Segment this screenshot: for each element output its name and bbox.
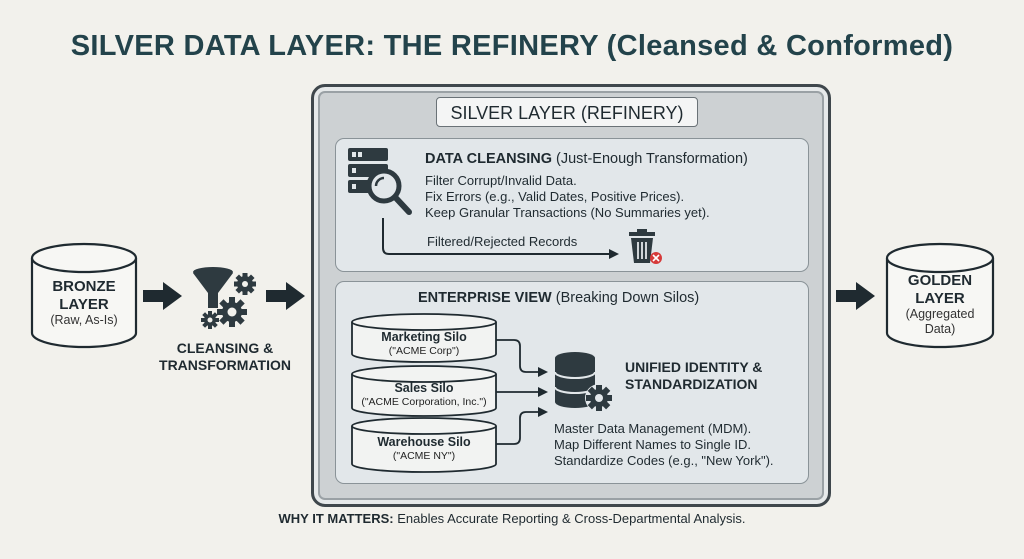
golden-title-line1: GOLDEN <box>907 272 973 289</box>
data-cleansing-heading-bold: DATA CLEANSING <box>425 151 553 167</box>
marketing-silo-alias: ("ACME Corp") <box>388 345 460 357</box>
bronze-title-line1: BRONZE <box>52 278 116 295</box>
unified-line-1: UNIFIED IDENTITY & <box>625 359 763 375</box>
data-cleansing-heading: DATA CLEANSING (Just-Enough Transformati… <box>425 151 748 167</box>
sales-silo-name: Sales Silo <box>394 381 454 395</box>
transform-line1: CLEANSING & <box>176 340 274 356</box>
data-cleansing-heading-rest: (Just-Enough Transformation) <box>552 151 748 167</box>
sales-silo-label: Sales Silo ("ACME Corporation, Inc.") <box>352 381 496 409</box>
cleansing-line-1: Filter Corrupt/Invalid Data. <box>425 173 577 188</box>
bronze-subtitle: (Raw, As-Is) <box>50 313 118 328</box>
sales-silo-alias: ("ACME Corporation, Inc.") <box>361 396 487 408</box>
golden-subtitle-line2: Data) <box>924 322 956 337</box>
mdm-line-1: Master Data Management (MDM). <box>554 421 752 436</box>
gears-icon <box>201 273 256 329</box>
marketing-silo-label: Marketing Silo ("ACME Corp") <box>352 330 496 358</box>
bronze-title-line2: LAYER <box>59 295 109 313</box>
golden-title-line2: LAYER <box>915 289 965 307</box>
mdm-line-3: Standardize Codes (e.g., "New York"). <box>554 453 774 468</box>
warehouse-silo-label: Warehouse Silo ("ACME NY") <box>352 435 496 463</box>
cleansing-line-2: Fix Errors (e.g., Valid Dates, Positive … <box>425 189 685 204</box>
rejected-records-label: Filtered/Rejected Records <box>427 234 578 249</box>
unified-line-2: STANDARDIZATION <box>625 376 758 392</box>
marketing-silo-name: Marketing Silo <box>381 330 467 344</box>
golden-layer-label: GOLDEN LAYER (Aggregated Data) <box>887 272 993 337</box>
silver-layer-header: SILVER LAYER (REFINERY) <box>436 97 698 127</box>
enterprise-heading-bold: ENTERPRISE VIEW <box>418 290 552 306</box>
diagram-title: SILVER DATA LAYER: THE REFINERY (Cleanse… <box>70 30 954 62</box>
why-bold: WHY IT MATTERS: <box>278 511 394 526</box>
golden-layer-cylinder <box>885 242 995 349</box>
enterprise-heading-rest: (Breaking Down Silos) <box>551 290 700 306</box>
why-it-matters: WHY IT MATTERS: Enables Accurate Reporti… <box>0 511 1024 526</box>
why-rest: Enables Accurate Reporting & Cross-Depar… <box>393 511 746 526</box>
unified-identity-heading: UNIFIED IDENTITY & STANDARDIZATION <box>625 359 762 393</box>
funnel-icon <box>193 267 233 308</box>
enterprise-view-heading: ENTERPRISE VIEW (Breaking Down Silos) <box>418 290 699 306</box>
transform-label: CLEANSING & TRANSFORMATION <box>140 340 310 374</box>
silver-to-golden-arrow <box>836 282 875 310</box>
bronze-layer-cylinder <box>30 242 138 349</box>
transform-line2: TRANSFORMATION <box>159 357 291 373</box>
golden-subtitle-line1: (Aggregated <box>905 307 975 322</box>
mdm-line-2: Map Different Names to Single ID. <box>554 437 752 452</box>
cleansing-line-3: Keep Granular Transactions (No Summaries… <box>425 205 710 220</box>
bronze-to-transform-arrow <box>143 282 182 310</box>
warehouse-silo-name: Warehouse Silo <box>377 435 471 449</box>
bronze-layer-label: BRONZE LAYER (Raw, As-Is) <box>32 278 136 328</box>
warehouse-silo-alias: ("ACME NY") <box>392 450 456 462</box>
transform-to-silver-arrow <box>266 282 305 310</box>
